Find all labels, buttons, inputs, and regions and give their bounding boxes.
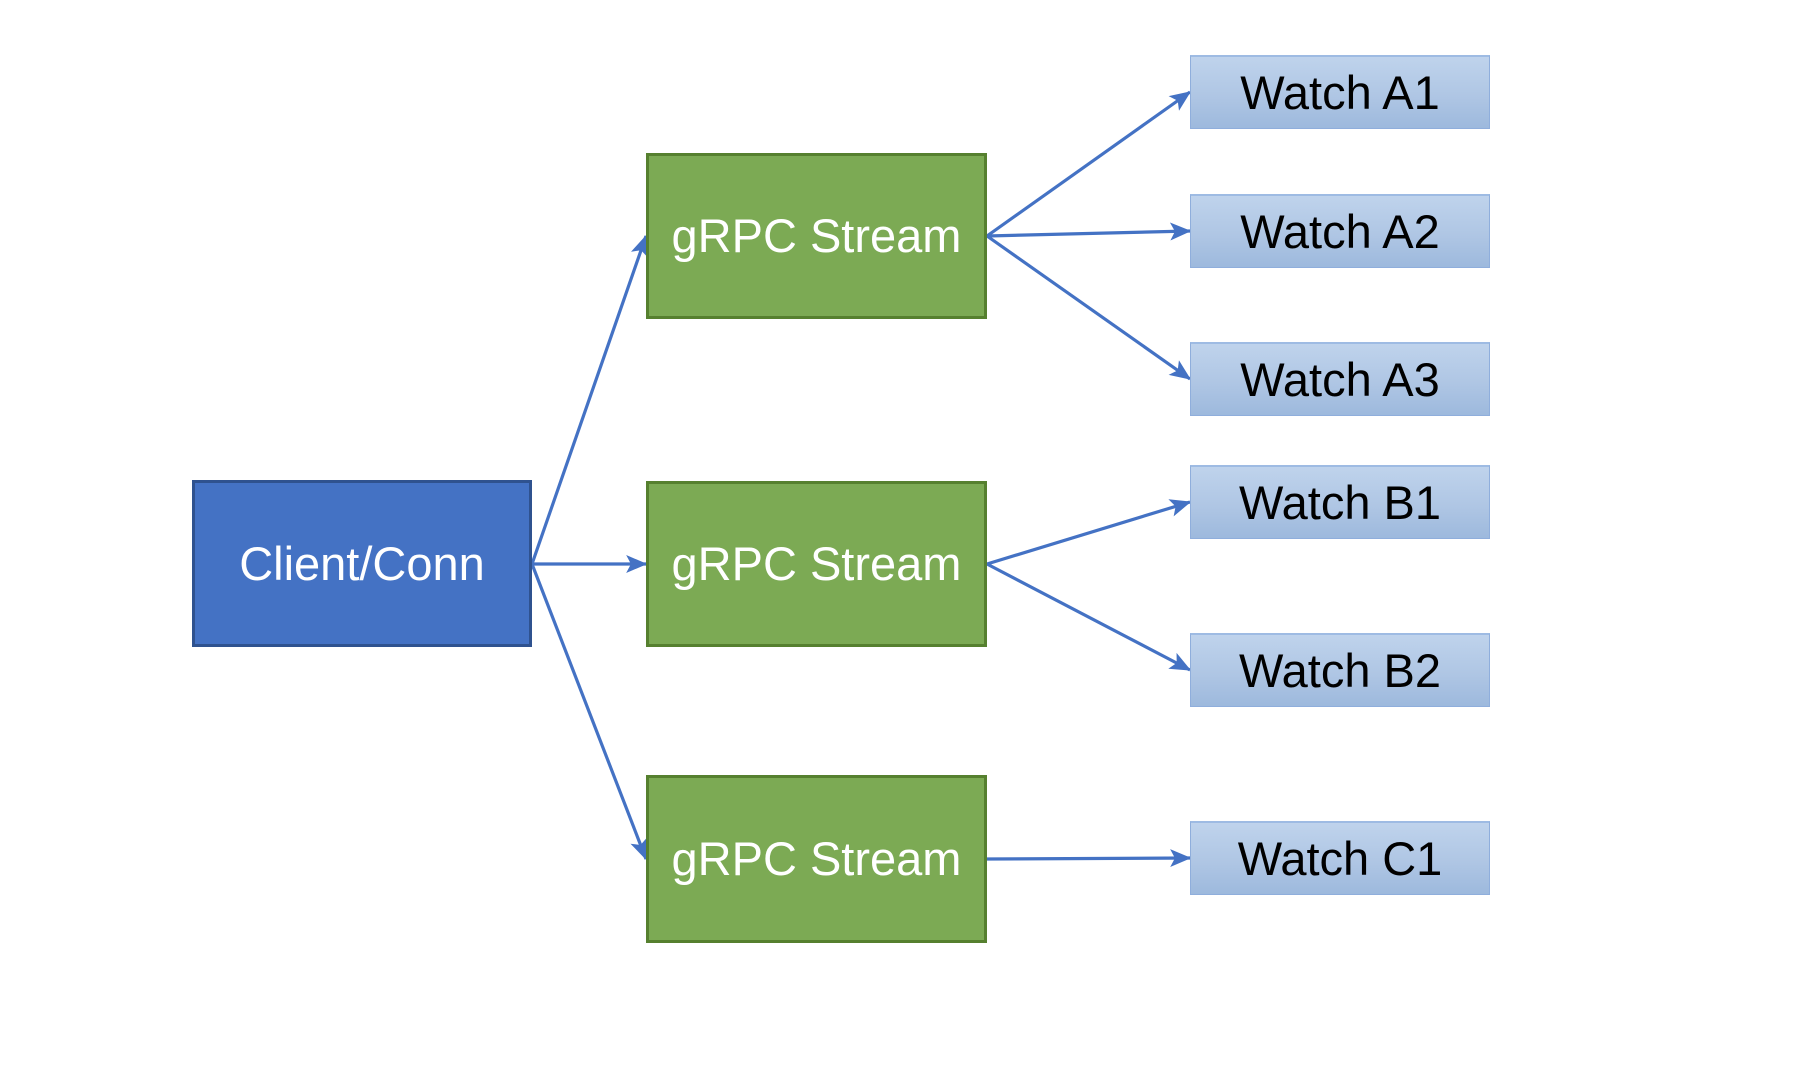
- node-stream-c[interactable]: gRPC Stream: [646, 775, 987, 943]
- node-watch-b2-label: Watch B2: [1239, 643, 1441, 697]
- connector-stream-c-to-watch-c1: [986, 849, 1192, 868]
- connector-stream-b-to-watch-b2: [986, 562, 1192, 672]
- node-watch-c1-label: Watch C1: [1237, 831, 1443, 885]
- node-stream-a[interactable]: gRPC Stream: [646, 153, 987, 319]
- node-stream-b-label: gRPC Stream: [671, 537, 962, 591]
- node-client-conn[interactable]: Client/Conn: [192, 480, 532, 647]
- connector-stream-a-to-watch-a1: [986, 90, 1192, 238]
- node-watch-a3[interactable]: Watch A3: [1190, 342, 1490, 416]
- connector-stream-a-to-watch-a2: [986, 222, 1192, 241]
- node-watch-a1[interactable]: Watch A1: [1190, 55, 1490, 129]
- connector-stream-b-to-watch-b1: [986, 499, 1192, 566]
- connector-stream-a-to-watch-a3: [986, 234, 1192, 381]
- connector-client-to-stream-c: [530, 563, 648, 861]
- node-watch-a2-label: Watch A2: [1240, 204, 1440, 258]
- node-watch-c1[interactable]: Watch C1: [1190, 821, 1490, 895]
- node-watch-b2[interactable]: Watch B2: [1190, 633, 1490, 707]
- node-client-conn-label: Client/Conn: [239, 536, 485, 590]
- node-watch-a2[interactable]: Watch A2: [1190, 194, 1490, 268]
- node-stream-b[interactable]: gRPC Stream: [646, 481, 987, 647]
- node-watch-b1-label: Watch B1: [1239, 475, 1441, 529]
- node-watch-b1[interactable]: Watch B1: [1190, 465, 1490, 539]
- connector-client-to-stream-a: [530, 234, 648, 565]
- node-watch-a3-label: Watch A3: [1240, 352, 1440, 406]
- node-watch-a1-label: Watch A1: [1240, 65, 1440, 119]
- node-stream-c-label: gRPC Stream: [671, 832, 962, 886]
- node-stream-a-label: gRPC Stream: [671, 209, 962, 263]
